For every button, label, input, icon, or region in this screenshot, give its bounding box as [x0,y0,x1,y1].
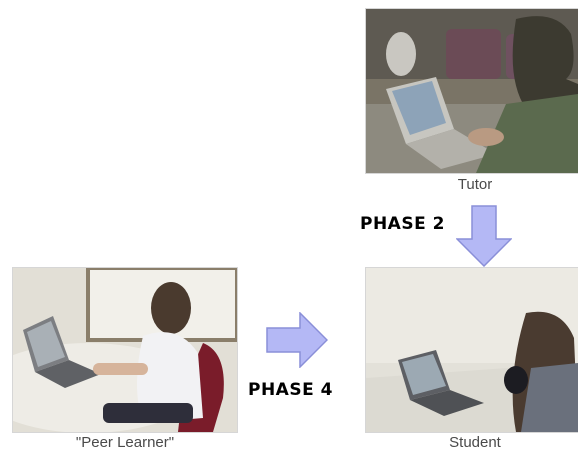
phase-2-label: PHASE 2 [360,214,445,234]
down-arrow-icon [456,205,512,267]
student-photo [365,267,578,433]
phase-4-label: PHASE 4 [248,380,333,400]
peer-learner-caption: "Peer Learner" [75,434,175,451]
peer-learner-photo [12,267,238,433]
right-arrow-shape [266,312,328,368]
down-arrow-shape [456,205,512,267]
student-caption: Student [449,434,501,451]
tutor-caption: Tutor [457,176,493,193]
tutor-photo [365,8,578,174]
right-arrow-icon [266,312,328,368]
